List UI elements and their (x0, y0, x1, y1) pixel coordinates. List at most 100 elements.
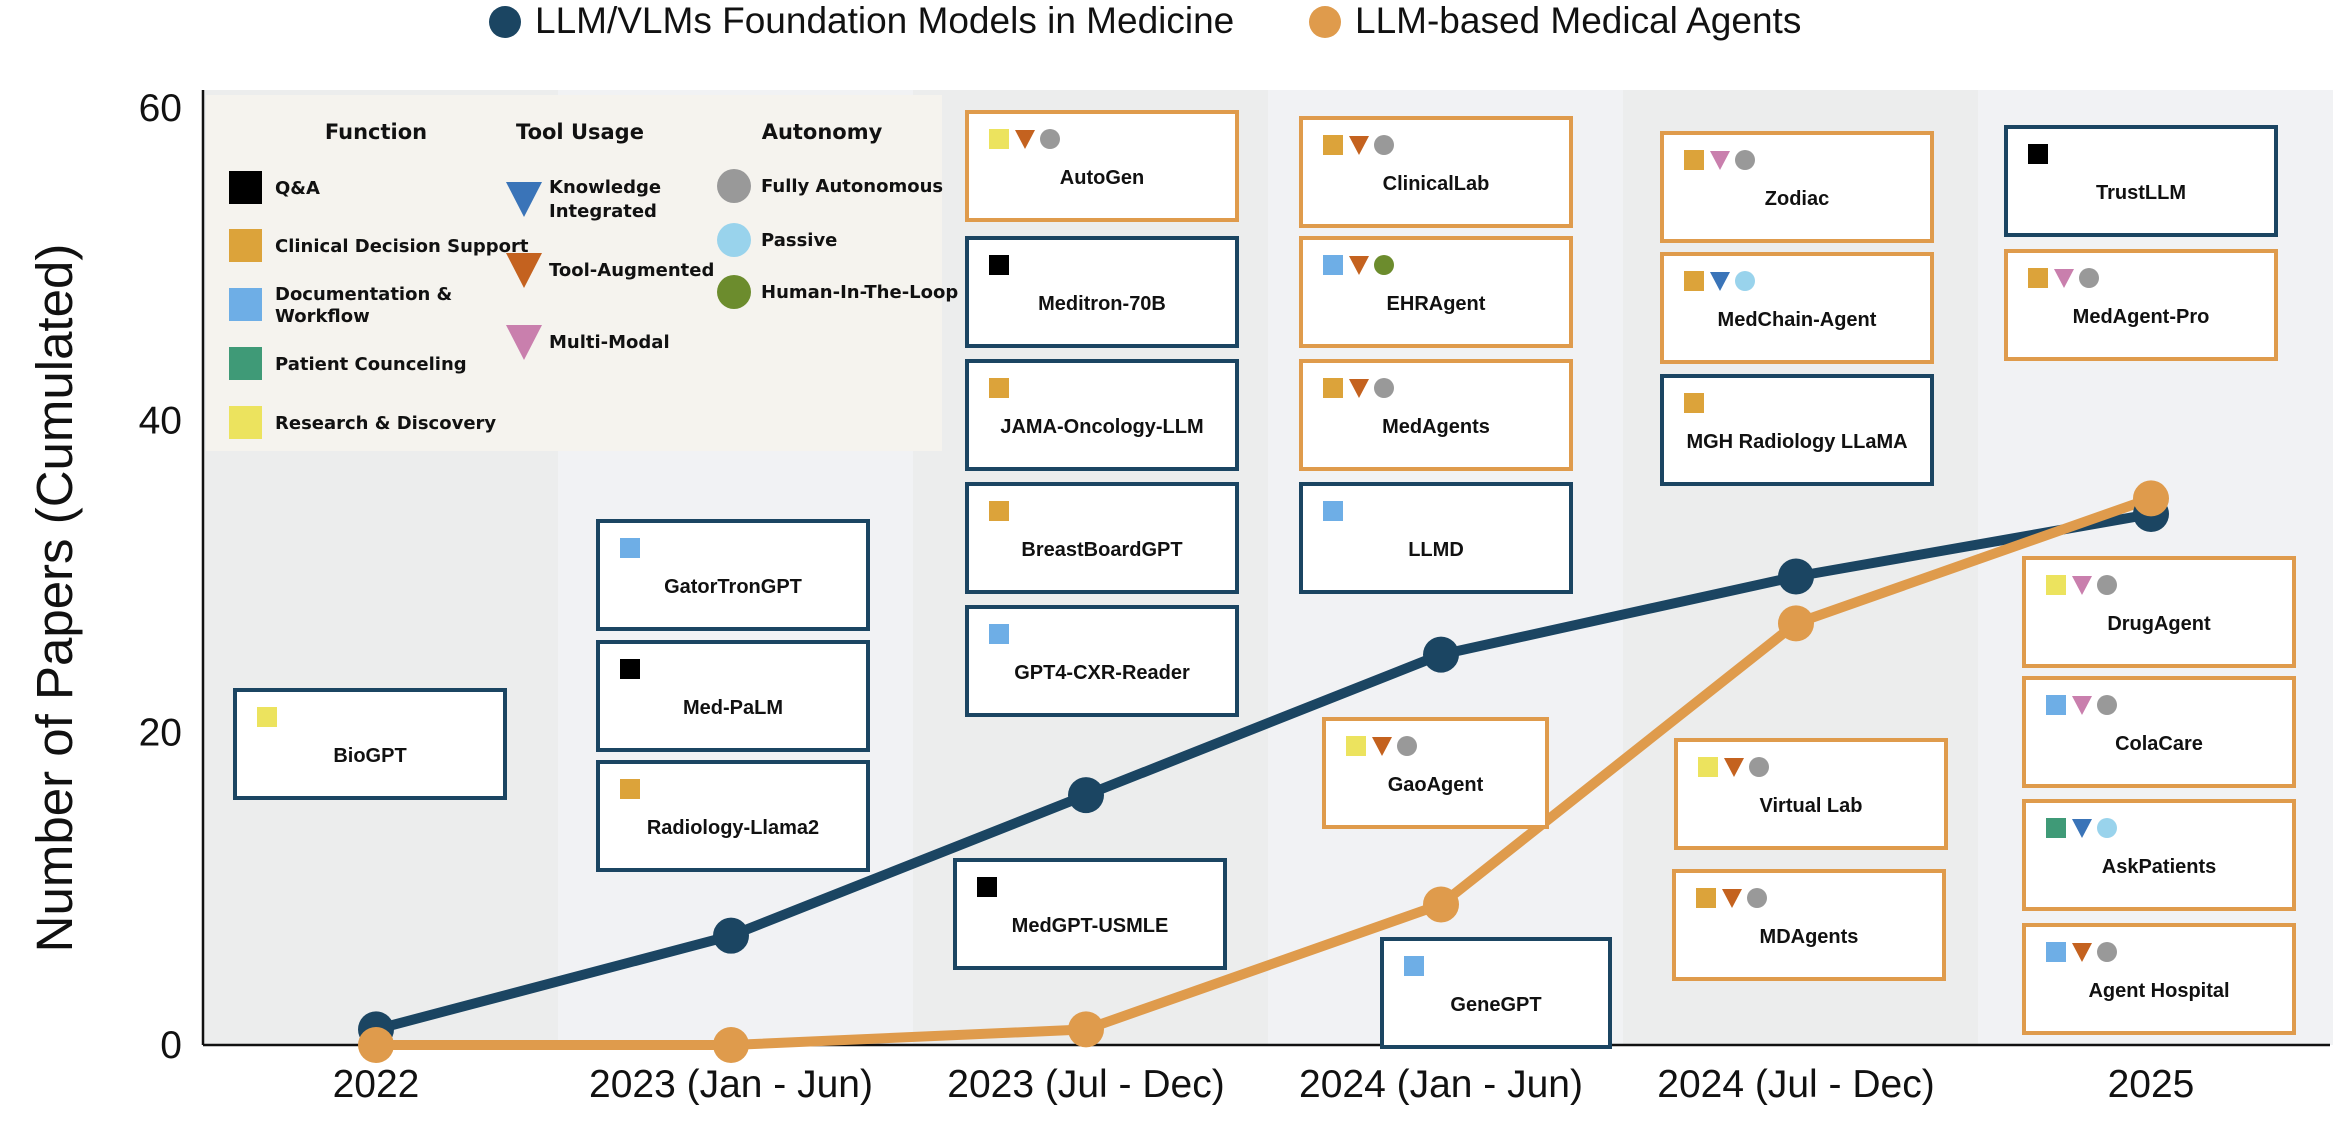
model-box-frame (965, 110, 1239, 222)
key-heading-function: Function (325, 120, 427, 144)
tool-icon (1349, 136, 1369, 155)
fully-icon (1747, 888, 1767, 908)
documentation-icon (1323, 501, 1343, 521)
model-box-frame (596, 640, 870, 752)
fully-icon (1735, 150, 1755, 170)
model-name: Virtual Lab (1760, 795, 1863, 817)
model-box-frame (2022, 923, 2296, 1035)
patient-icon (229, 347, 262, 380)
research-icon (1346, 736, 1366, 756)
key-label: Clinical Decision Support (275, 236, 529, 257)
knowledge-icon (2072, 819, 2092, 838)
model-box-medchain-agent: MedChain-Agent (1660, 252, 1934, 364)
model-box-agent-hospital: Agent Hospital (2022, 923, 2296, 1035)
research-icon (1698, 757, 1718, 777)
clinical-icon (1323, 378, 1343, 398)
tool-icon (1349, 256, 1369, 275)
y-tick-label: 60 (139, 87, 182, 130)
clinical-icon (1696, 888, 1716, 908)
research-icon (2046, 575, 2066, 595)
model-boxes: BioGPTGatorTronGPTMed-PaLMRadiology-Llam… (233, 110, 2296, 1049)
model-box-ehragent: EHRAgent (1299, 236, 1573, 348)
model-box-mgh-radiology-llama: MGH Radiology LLaMA (1660, 374, 1934, 486)
model-name: MedChain-Agent (1718, 309, 1877, 331)
model-box-gaoagent: GaoAgent (1322, 717, 1549, 829)
model-box-gpt4-cxr-reader: GPT4-CXR-Reader (965, 605, 1239, 717)
model-box-frame (965, 605, 1239, 717)
documentation-icon (2046, 942, 2066, 962)
y-tick-label: 40 (139, 399, 182, 442)
tool-icon (1349, 379, 1369, 398)
model-name: Med-PaLM (683, 697, 783, 719)
model-name: AskPatients (2102, 856, 2217, 878)
knowledge-icon (506, 182, 542, 217)
fully-icon (2079, 268, 2099, 288)
human-icon (1374, 255, 1394, 275)
model-name: GPT4-CXR-Reader (1014, 662, 1190, 684)
clinical-icon (1684, 393, 1704, 413)
model-name: GaoAgent (1388, 774, 1484, 796)
model-box-askpatients: AskPatients (2022, 799, 2296, 911)
data-point (713, 1027, 749, 1063)
clinical-icon (2028, 268, 2048, 288)
fully-icon (1374, 135, 1394, 155)
clinical-icon (1684, 150, 1704, 170)
qa-icon (989, 255, 1009, 275)
multimodal-icon (2072, 696, 2092, 715)
multimodal-icon (1710, 151, 1730, 170)
data-point (1778, 605, 1814, 642)
series-line (371, 493, 2156, 1050)
fully-icon (717, 169, 751, 203)
model-box-colacare: ColaCare (2022, 676, 2296, 788)
fully-icon (1749, 757, 1769, 777)
fully-icon (2097, 575, 2117, 595)
qa-icon (620, 659, 640, 679)
model-name: LLMD (1408, 539, 1464, 561)
clinical-icon (229, 229, 262, 262)
model-box-jama-oncology-llm: JAMA-Oncology-LLM (965, 359, 1239, 471)
key-label: Workflow (275, 306, 370, 327)
model-name: ColaCare (2115, 733, 2203, 755)
model-box-med-palm: Med-PaLM (596, 640, 870, 752)
key-label: Multi-Modal (549, 332, 670, 353)
model-box-frame (2022, 556, 2296, 668)
documentation-icon (1404, 956, 1424, 976)
data-point (1778, 558, 1814, 595)
model-box-frame (1299, 116, 1573, 228)
fully-icon (1374, 378, 1394, 398)
model-box-biogpt: BioGPT (233, 688, 507, 800)
patient-icon (2046, 818, 2066, 838)
clinical-icon (1684, 271, 1704, 291)
model-box-radiology-llama2: Radiology-Llama2 (596, 760, 870, 872)
x-tick-label: 2024 (Jan - Jun) (1299, 1063, 1583, 1106)
model-box-frame (2022, 799, 2296, 911)
clinical-icon (989, 501, 1009, 521)
key-heading-autonomy: Autonomy (762, 120, 883, 144)
model-name: MedGPT-USMLE (1012, 915, 1169, 937)
model-name: ClinicalLab (1383, 173, 1490, 195)
key-label: Documentation & (275, 284, 452, 305)
documentation-icon (2046, 695, 2066, 715)
qa-icon (229, 171, 262, 204)
data-point (1423, 636, 1459, 673)
tool-icon (506, 253, 542, 288)
model-box-virtual-lab: Virtual Lab (1674, 738, 1948, 850)
model-name: BioGPT (333, 745, 406, 767)
legend-label: LLM-based Medical Agents (1355, 0, 1801, 41)
model-name: MDAgents (1760, 926, 1859, 948)
model-name: GeneGPT (1450, 994, 1541, 1016)
tool-icon (1722, 889, 1742, 908)
model-box-zodiac: Zodiac (1660, 131, 1934, 243)
model-name: DrugAgent (2107, 613, 2211, 635)
model-box-frame (1660, 131, 1934, 243)
model-box-llmd: LLMD (1299, 482, 1573, 594)
model-name: TrustLLM (2096, 182, 2186, 204)
key-label: Knowledge (549, 177, 661, 198)
key-label: Integrated (549, 201, 657, 222)
passive-icon (717, 223, 751, 257)
data-point (2133, 480, 2169, 517)
research-icon (989, 129, 1009, 149)
